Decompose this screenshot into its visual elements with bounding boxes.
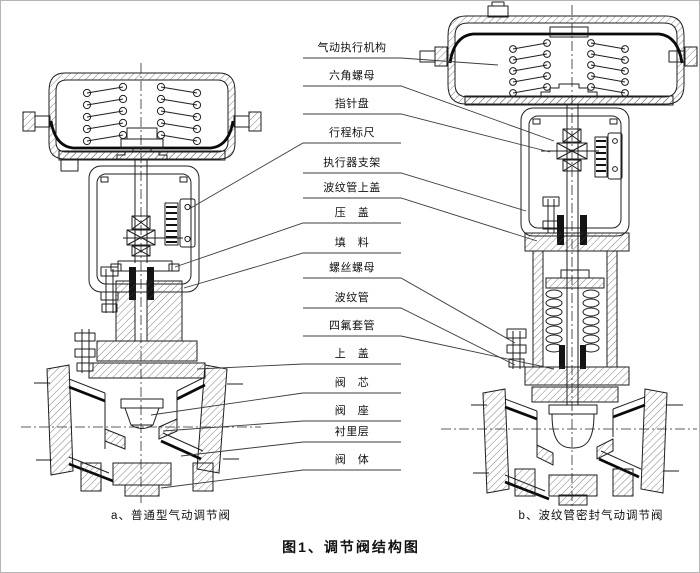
leader-travel-scale <box>188 142 401 210</box>
lining-layer-b <box>504 403 646 421</box>
valve-seat-b <box>536 444 554 466</box>
left-bolt <box>22 111 36 132</box>
caption-valve-a: a、普通型气动调节阀 <box>111 510 231 522</box>
valve-a-actuator-dome <box>22 72 262 172</box>
label-screw-nut: 螺丝螺母 <box>329 262 375 274</box>
valve-b-body-top-flange <box>531 386 619 403</box>
valve-a-drawing <box>21 63 262 503</box>
leader-packing <box>183 252 401 289</box>
valve-plug-a <box>120 398 164 429</box>
label-bonnet: 上 盖 <box>334 348 370 360</box>
label-lining-layer: 衬里层 <box>334 426 370 438</box>
leader-pneumatic-actuator <box>303 57 499 66</box>
caption-valve-b: b、波纹管密封气动调节阀 <box>518 510 664 522</box>
leader-bellows-upper-cover <box>303 197 538 242</box>
springs-b <box>509 39 629 97</box>
valve-a-inlet-flange <box>46 364 74 476</box>
valve-b-gland-packing <box>524 196 630 252</box>
figure-title: 图1、调节阀结构图 <box>282 539 420 555</box>
valve-b-yoke <box>520 107 630 237</box>
air-connection <box>487 5 509 18</box>
label-gland: 压 盖 <box>334 207 370 219</box>
leader-lining-layer <box>180 441 401 457</box>
leader-valve-body <box>160 469 401 489</box>
right-bolt <box>248 111 262 132</box>
label-bellows-upper-cover: 波纹管上盖 <box>323 182 381 194</box>
label-pointer-disc: 指针盘 <box>334 98 370 110</box>
valve-b-body <box>471 386 683 506</box>
label-travel-scale: 行程标尺 <box>329 127 375 139</box>
leader-valve-seat <box>162 420 401 432</box>
bellows-upper-cover-part <box>524 232 630 252</box>
valve-plug-b <box>548 404 598 449</box>
valve-b-drawing <box>419 1 698 513</box>
ptfe-sleeve-part <box>559 345 565 369</box>
springs <box>82 82 202 146</box>
valve-b-travel-scale <box>594 132 623 180</box>
valve-a-travel-scale <box>164 198 196 248</box>
label-hex-nut: 六角螺母 <box>329 70 375 82</box>
leader-hex-nut <box>303 85 555 142</box>
valve-seat-a <box>104 428 126 450</box>
leader-gland <box>174 222 401 268</box>
valve-a-bonnet <box>74 280 206 379</box>
leader-actuator-bracket <box>303 172 527 212</box>
diaphragm <box>49 120 235 150</box>
valve-b-stem <box>566 105 579 405</box>
valve-b-stem-connector <box>541 128 599 172</box>
bellows-coils <box>545 289 600 353</box>
valve-a-yoke <box>88 165 200 293</box>
valve-b-bellows-housing <box>506 250 630 386</box>
label-actuator-bracket: 执行器支架 <box>323 157 381 169</box>
leader-lines <box>150 57 555 489</box>
leader-bonnet <box>196 363 401 370</box>
label-pneumatic-actuator: 气动执行机构 <box>317 42 387 54</box>
valve-b-inlet-flange <box>482 388 510 494</box>
label-valve-body: 阀 体 <box>334 454 370 466</box>
leader-pointer-disc <box>303 113 551 153</box>
leader-screw-nut <box>303 277 516 344</box>
valve-b-actuator-dome <box>419 1 698 106</box>
valve-a-outlet-flange <box>196 364 228 474</box>
label-ptfe-sleeve: 四氟套管 <box>329 320 375 332</box>
label-valve-plug: 阀 芯 <box>334 377 370 389</box>
lining-layer-a <box>68 383 206 403</box>
leader-valve-plug <box>150 392 401 416</box>
valve-b-outlet-flange <box>640 388 668 494</box>
label-valve-seat: 阀 座 <box>334 405 370 417</box>
valve-a-body-top-flange <box>88 362 206 379</box>
valve-a-body <box>34 364 243 497</box>
packing-b <box>557 215 564 245</box>
label-packing: 填 料 <box>334 237 370 249</box>
valve-b-bonnet-flange <box>524 366 630 386</box>
diaphragm-b <box>448 32 684 64</box>
leader-ptfe-sleeve <box>303 335 555 370</box>
leader-bellows <box>303 307 516 366</box>
label-bellows: 波纹管 <box>334 292 370 304</box>
